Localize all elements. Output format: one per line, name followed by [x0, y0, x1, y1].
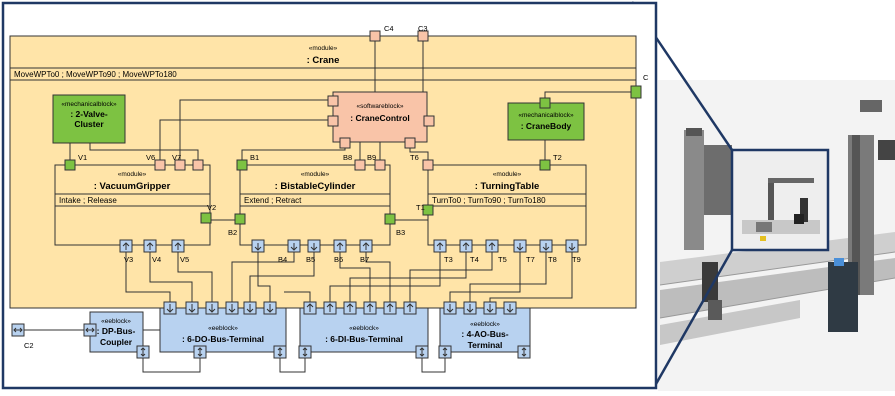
port-b5[interactable]	[308, 240, 320, 252]
ao-bus-terminal-stereotype: «eeblock»	[470, 321, 500, 328]
port-b4-label: B4	[278, 255, 287, 264]
ao-bus-terminal-block[interactable]: «eeblock» : 4-AO-Bus- Terminal	[439, 302, 530, 358]
do-bus-terminal-name: : 6-DO-Bus-Terminal	[182, 334, 264, 344]
crane-body-block[interactable]: «mechanicalblock» : CraneBody	[508, 98, 584, 140]
port-b9-label: B9	[367, 153, 376, 162]
di-bus-terminal-block[interactable]: «eeblock» : 6-DI-Bus-Terminal	[299, 302, 428, 358]
di-bus-terminal-stereotype: «eeblock»	[349, 325, 379, 332]
port-b-extra[interactable]	[252, 240, 264, 252]
port-b3-label: B3	[396, 228, 405, 237]
di-bus-terminal-name: : 6-DI-Bus-Terminal	[325, 334, 403, 344]
port-t8-label: T8	[548, 255, 557, 264]
port-t2[interactable]	[540, 160, 550, 170]
port-t8[interactable]	[540, 240, 552, 252]
port-b7[interactable]	[360, 240, 372, 252]
port-t3[interactable]	[434, 240, 446, 252]
port-b1-label: B1	[250, 153, 259, 162]
port-c3-label: C3	[418, 24, 428, 33]
port-b1[interactable]	[237, 160, 247, 170]
port-c[interactable]	[631, 86, 641, 98]
port-b2[interactable]	[235, 214, 245, 224]
port-b8[interactable]	[355, 160, 365, 170]
valve-cluster-stereotype: «mechanicalblock»	[61, 101, 117, 108]
crane-control-stereotype: «softwareblock»	[357, 103, 404, 110]
port-b2-label: B2	[228, 228, 237, 237]
turning-table-stereotype: «module»	[493, 171, 522, 178]
dp-bus-coupler-stereotype: «eeblock»	[101, 318, 131, 325]
turning-table-block[interactable]: «module» : TurningTable TurnTo0 ; TurnTo…	[428, 165, 586, 245]
dp-bus-coupler-block[interactable]: «eeblock» : DP-Bus- Coupler	[84, 312, 149, 358]
port-c2-label: C2	[24, 341, 34, 350]
vacuum-gripper-operations: Intake ; Release	[59, 196, 117, 205]
crane-control-name: : CraneControl	[350, 113, 410, 123]
port-t5[interactable]	[486, 240, 498, 252]
dp-bus-coupler-name-1: : DP-Bus-	[97, 326, 136, 336]
port-v1-label: V1	[78, 153, 87, 162]
turning-table-operations: TurnTo0 ; TurnTo90 ; TurnTo180	[432, 196, 546, 205]
port-c4-label: C4	[384, 24, 394, 33]
port-b5-label: B5	[306, 255, 315, 264]
port-t2-label: T2	[553, 153, 562, 162]
turning-table-name: : TurningTable	[475, 181, 540, 192]
port-t7-label: T7	[526, 255, 535, 264]
port-t9[interactable]	[566, 240, 578, 252]
ao-bus-terminal-name-1: : 4-AO-Bus-	[461, 329, 508, 339]
port-c4[interactable]	[370, 31, 380, 41]
vacuum-gripper-stereotype: «module»	[118, 171, 147, 178]
port-t6-label: T6	[410, 153, 419, 162]
dp-bus-coupler-name-2: Coupler	[100, 337, 133, 347]
crane-control-block[interactable]: «softwareblock» : CraneControl	[328, 92, 434, 148]
crane-body-stereotype: «mechanicalblock»	[518, 112, 574, 119]
vacuum-gripper-block[interactable]: «module» : VacuumGripper Intake ; Releas…	[55, 165, 210, 245]
port-t3-label: T3	[444, 255, 453, 264]
port-b6-label: B6	[334, 255, 343, 264]
port-b6[interactable]	[334, 240, 346, 252]
do-bus-terminal-block[interactable]: «eeblock» : 6-DO-Bus-Terminal	[160, 302, 286, 358]
crane-stereotype: «module»	[309, 45, 338, 52]
valve-cluster-block[interactable]: «mechanicalblock» : 2-Valve- Cluster	[53, 95, 125, 143]
port-v2[interactable]	[201, 213, 211, 223]
port-v4[interactable]	[144, 240, 156, 252]
port-b3[interactable]	[385, 214, 395, 224]
port-v3[interactable]	[120, 240, 132, 252]
ao-bus-terminal-name-2: Terminal	[468, 340, 503, 350]
valve-cluster-name-1: : 2-Valve-	[70, 109, 107, 119]
port-c-label: C	[643, 73, 649, 82]
bistable-cylinder-block[interactable]: «module» : BistableCylinder Extend ; Ret…	[240, 165, 390, 245]
port-b8-label: B8	[343, 153, 352, 162]
port-c2[interactable]	[12, 324, 24, 336]
port-v6[interactable]	[155, 160, 165, 170]
do-bus-terminal-stereotype: «eeblock»	[208, 325, 238, 332]
port-b9[interactable]	[375, 160, 385, 170]
vacuum-gripper-name: : VacuumGripper	[94, 181, 171, 192]
port-v7-label: V7	[172, 153, 181, 162]
port-v2-label: V2	[207, 203, 216, 212]
port-v5[interactable]	[172, 240, 184, 252]
port-t9-label: T9	[572, 255, 581, 264]
port-t4[interactable]	[460, 240, 472, 252]
bistable-cylinder-name: : BistableCylinder	[275, 181, 356, 192]
plant-photo	[658, 80, 895, 391]
port-t6[interactable]	[423, 160, 433, 170]
port-t5-label: T5	[498, 255, 507, 264]
port-t7[interactable]	[514, 240, 526, 252]
valve-cluster-name-2: Cluster	[74, 119, 104, 129]
port-t4-label: T4	[470, 255, 479, 264]
port-v1[interactable]	[65, 160, 75, 170]
port-v4-label: V4	[152, 255, 161, 264]
port-b7-label: B7	[360, 255, 369, 264]
crane-name: : Crane	[307, 55, 340, 66]
port-v5-label: V5	[180, 255, 189, 264]
port-v6-label: V6	[146, 153, 155, 162]
port-v-unlabeled[interactable]	[193, 160, 203, 170]
crane-operations: MoveWPTo0 ; MoveWPTo90 ; MoveWPTo180	[14, 70, 177, 79]
bistable-cylinder-stereotype: «module»	[301, 171, 330, 178]
bistable-cylinder-operations: Extend ; Retract	[244, 196, 302, 205]
crane-body-name: : CraneBody	[521, 121, 572, 131]
port-t1-label: T1	[416, 203, 425, 212]
port-v3-label: V3	[124, 255, 133, 264]
port-b4[interactable]	[288, 240, 300, 252]
